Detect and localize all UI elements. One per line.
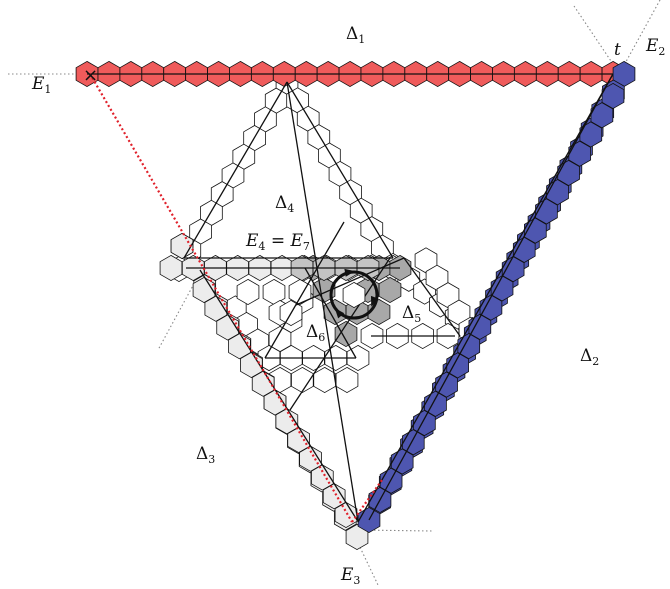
hex-white: [335, 366, 359, 394]
hex-light-gray: [287, 426, 310, 454]
solid-edge: [295, 257, 405, 306]
rotation-arrow-circle: [329, 268, 379, 320]
solid-triangle-edges: [87, 73, 614, 523]
rotation-circle: [329, 270, 379, 320]
label-edge-3: E3: [341, 565, 361, 587]
center-hex: [342, 281, 366, 309]
solid-edge: [286, 81, 359, 523]
hex-white: [262, 278, 286, 306]
label-edge-4-equals-7: E4 = E7: [246, 231, 310, 253]
solid-edge: [357, 73, 614, 523]
rotation-arrowhead-icon: [344, 268, 355, 277]
label-delta-1: Δ1: [346, 24, 366, 46]
hex-light-gray: [192, 276, 216, 304]
hex-light-gray: [311, 464, 334, 491]
label-delta-4: Δ4: [275, 193, 295, 215]
rotation-arrowhead-icon: [370, 295, 379, 307]
hex-white: [313, 366, 336, 394]
hex-light-gray: [299, 445, 322, 472]
solid-edge: [286, 81, 394, 259]
dotted-extension: [157, 279, 197, 351]
hex-dark-gray: [334, 320, 358, 348]
solid-edge: [403, 257, 461, 337]
solid-edge: [368, 73, 614, 521]
label-t: t: [614, 40, 621, 60]
label-edge-1: E1: [32, 74, 52, 96]
hex-light-gray: [204, 295, 228, 322]
hex-light-gray: [263, 389, 287, 416]
dotted-red-path: [89, 73, 353, 523]
hex-white: [288, 278, 312, 306]
label-delta-6: Δ6: [306, 322, 326, 344]
dotted-extension: [573, 5, 618, 71]
hex-white: [236, 278, 260, 306]
hexagon-cells: [75, 60, 636, 551]
dotted-extension: [616, 0, 661, 79]
cross-mark-icon: ×: [83, 65, 98, 86]
label-delta-3: Δ3: [196, 444, 216, 466]
hex-light-gray: [275, 408, 299, 435]
label-delta-2: Δ2: [580, 346, 600, 368]
hex-dark-gray: [378, 276, 402, 304]
label-edge-2: E2: [646, 36, 666, 58]
solid-edge: [304, 267, 357, 359]
rotation-arrowhead-icon: [334, 308, 345, 319]
solid-edge: [199, 269, 358, 521]
solid-edge: [264, 221, 345, 359]
label-delta-5: Δ5: [402, 303, 422, 325]
solid-edge: [183, 81, 288, 259]
hex-light-gray: [216, 314, 239, 341]
